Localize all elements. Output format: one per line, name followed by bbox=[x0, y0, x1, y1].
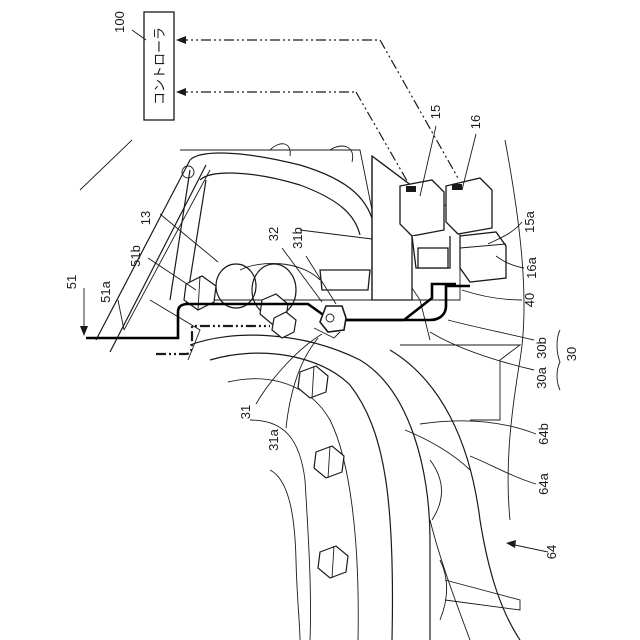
ref-15a: 15a bbox=[522, 210, 537, 232]
ref-51a: 51a bbox=[98, 280, 113, 302]
ref-64a: 64a bbox=[536, 472, 551, 494]
controller-label: コントローラ bbox=[152, 27, 167, 105]
ref-40: 40 bbox=[522, 293, 537, 307]
ref-16: 16 bbox=[468, 115, 483, 129]
ref-16a: 16a bbox=[524, 256, 539, 278]
ref-32: 32 bbox=[266, 227, 281, 241]
wheel-bolts bbox=[298, 366, 348, 578]
ref-30: 30 bbox=[564, 347, 579, 361]
ref-31: 31 bbox=[238, 405, 253, 419]
ref-13: 13 bbox=[138, 211, 153, 225]
ref-31b: 31b bbox=[290, 227, 305, 249]
ref-30a: 30a bbox=[534, 366, 549, 388]
sensor-16 bbox=[446, 178, 506, 282]
signal-lines bbox=[176, 36, 458, 186]
ref-30b: 30b bbox=[534, 337, 549, 359]
ref-51: 51 bbox=[64, 275, 79, 289]
ref-100: 100 bbox=[112, 11, 127, 33]
ref-51b: 51b bbox=[128, 245, 143, 267]
ref-64b: 64b bbox=[536, 423, 551, 445]
ref-31a: 31a bbox=[266, 428, 281, 450]
ref-15: 15 bbox=[428, 105, 443, 119]
